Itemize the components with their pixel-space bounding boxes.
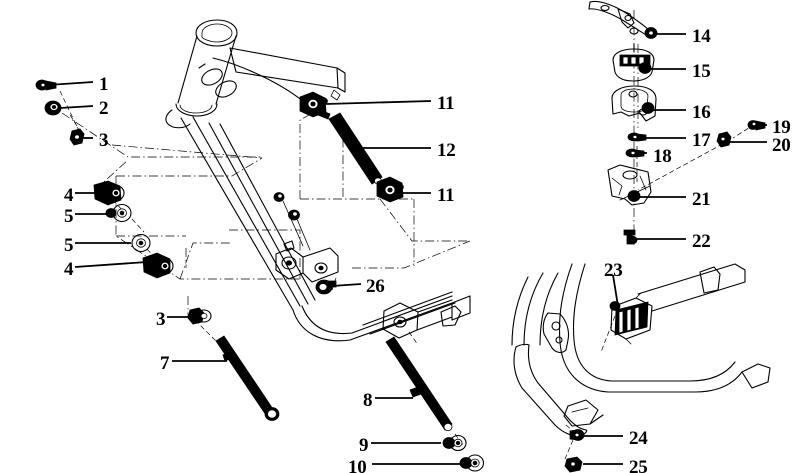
callout-number-7: 7 (160, 353, 170, 374)
callout-number-26: 26 (366, 276, 385, 297)
part-26-clip (315, 279, 337, 295)
part-9-washer (442, 434, 467, 452)
right-column-parts (588, 0, 766, 245)
part-14-bolt (644, 27, 658, 39)
callout-number-5: 5 (64, 235, 74, 256)
part-19-bolt (747, 120, 766, 131)
callout-number-8: 8 (363, 390, 373, 411)
callout-number-3: 3 (156, 309, 166, 330)
part-18-washer (625, 148, 645, 158)
callout-number-5: 5 (64, 206, 74, 227)
part-22-screw (623, 229, 638, 245)
top-tube (229, 47, 346, 101)
part-23-clamp (609, 292, 653, 345)
down-tube (198, 57, 311, 108)
callout-number-3: 3 (99, 130, 109, 151)
part-24-bolt (569, 429, 585, 441)
part-17-washer (627, 132, 647, 142)
callout-number-12: 12 (437, 140, 456, 161)
callout-number-23: 23 (604, 260, 623, 281)
part-11a-mount (299, 91, 331, 120)
callout-number-4: 4 (64, 259, 74, 280)
callout-number-22: 22 (692, 231, 711, 252)
part-5a-washer (105, 203, 132, 223)
callout-leader-1 (47, 81, 94, 86)
part-21-bracket (607, 164, 652, 206)
part-25-nut (564, 456, 583, 473)
callout-number-4: 4 (64, 185, 74, 206)
callout-number-1: 1 (99, 74, 109, 95)
callout-leader-11 (325, 100, 432, 105)
hardware-group-lower-center (385, 336, 485, 472)
rear-mount-block (382, 299, 453, 339)
upper-bracket-plate (588, 0, 651, 37)
callout-number-11: 11 (437, 93, 455, 114)
part-20-nut (716, 131, 732, 148)
hardware-group-mid-left (93, 180, 174, 279)
callout-number-25: 25 (629, 457, 648, 473)
callout-number-14: 14 (692, 26, 711, 47)
part-10-nut (459, 454, 485, 472)
rear-frame-detail (511, 263, 771, 473)
mid-mount-bracket (275, 240, 339, 283)
part-3b-nut (187, 307, 212, 325)
head-tube (165, 19, 238, 129)
callout-leader-23 (612, 274, 619, 307)
callout-leader-2 (59, 105, 94, 109)
callout-number-2: 2 (99, 98, 109, 119)
part-5b-washer (131, 233, 151, 253)
callout-number-21: 21 (692, 189, 711, 210)
callout-number-9: 9 (359, 435, 369, 456)
part-7-long-bolt (215, 335, 280, 421)
callout-number-17: 17 (692, 130, 711, 151)
callout-number-20: 20 (772, 135, 791, 156)
part-4b-bush (142, 252, 174, 279)
hardware-group-top-left (35, 79, 85, 146)
part-11b-mount (376, 176, 404, 203)
part-3-nut (69, 128, 85, 146)
callout-number-11: 11 (437, 185, 455, 206)
leader-lines (47, 33, 767, 465)
callout-leader-26 (331, 283, 362, 287)
callout-number-15: 15 (692, 61, 711, 82)
part-8-long-strut (385, 336, 453, 431)
callout-number-24: 24 (629, 428, 648, 449)
callout-number-16: 16 (692, 102, 711, 123)
part-2-washer (44, 100, 62, 116)
lower-cradle (292, 291, 471, 342)
callout-number-10: 10 (348, 457, 367, 473)
callout-leader-4 (74, 261, 148, 268)
strut-assembly-11-12 (299, 91, 404, 203)
part-15-rubber-mount (612, 43, 655, 82)
callout-number-19: 19 (772, 117, 791, 138)
frame-assembly (165, 19, 471, 342)
callout-number-18: 18 (653, 146, 672, 167)
hardware-group-lower-left (187, 307, 280, 421)
part-4a-bush (93, 180, 125, 206)
